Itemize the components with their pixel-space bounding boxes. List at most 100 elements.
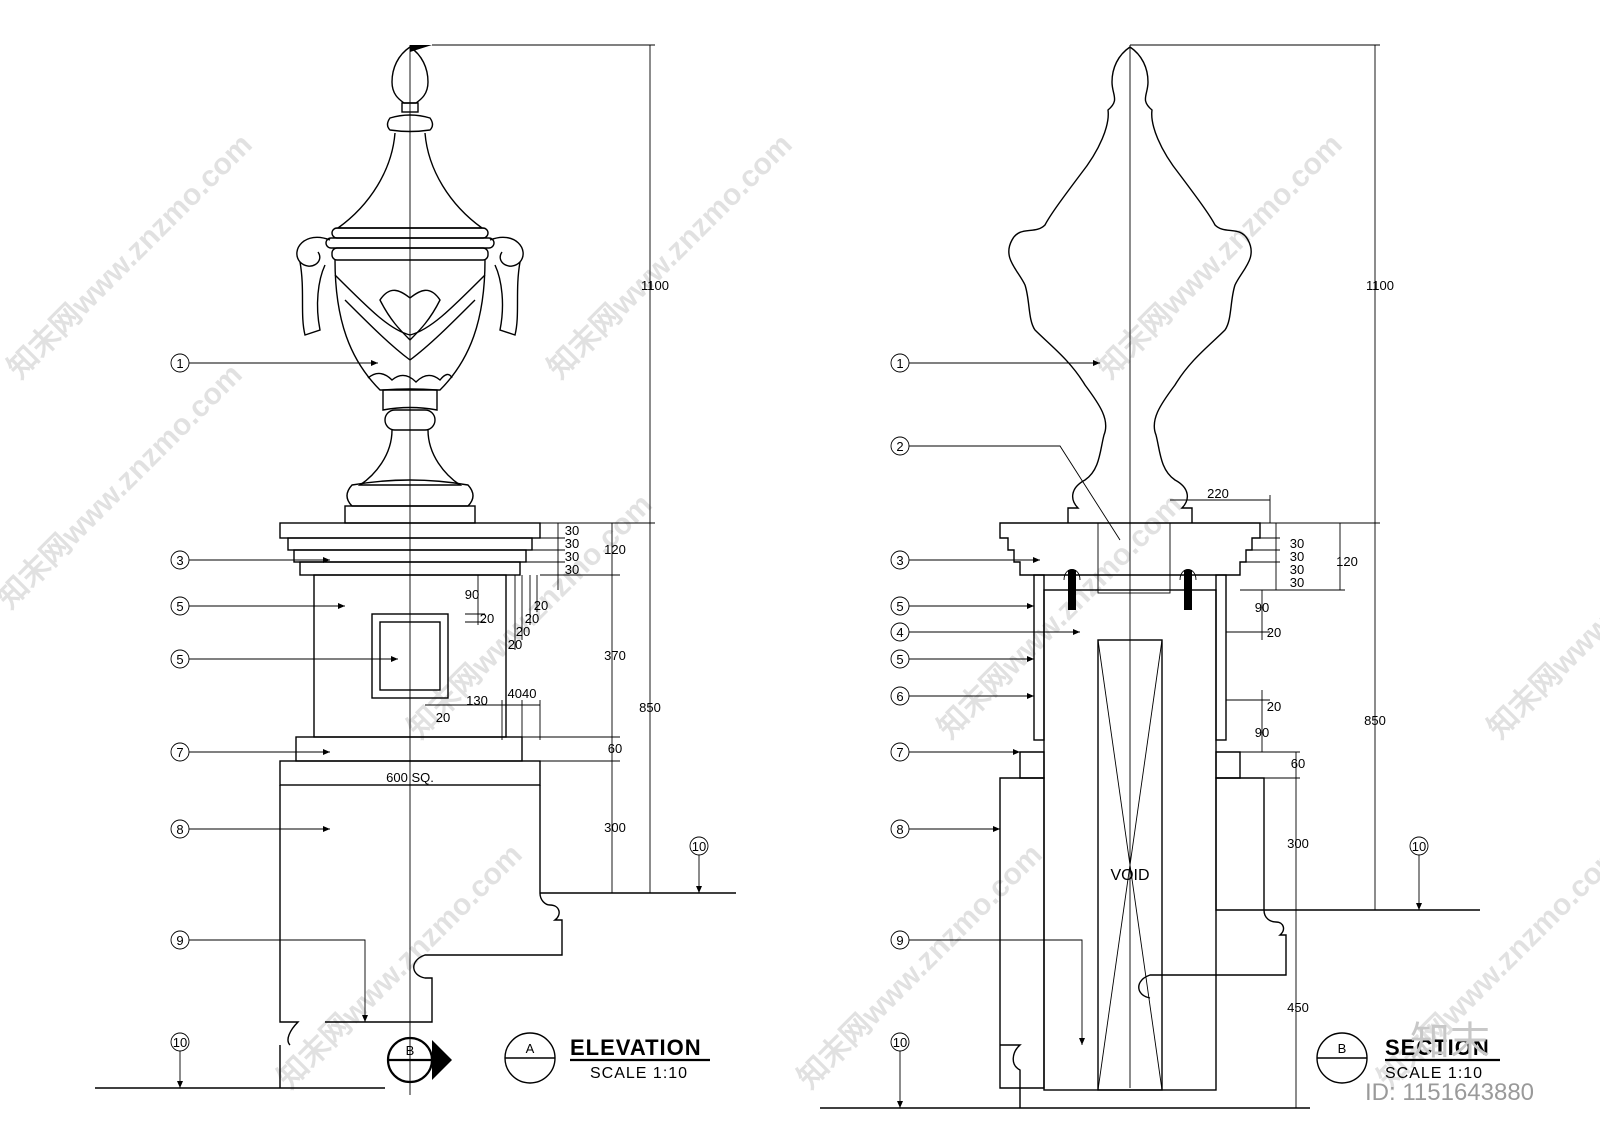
watermark-text: 知末网www.znzmo.com xyxy=(792,838,1049,1095)
dim-total: 1100 xyxy=(1366,278,1394,293)
callout-6: 6 xyxy=(890,686,1034,706)
watermark-text: 知末网www.znzmo.com xyxy=(0,358,249,615)
svg-text:3: 3 xyxy=(896,553,903,568)
dim-step: 30 xyxy=(565,536,579,551)
svg-text:7: 7 xyxy=(896,745,903,760)
dim-cap: 120 xyxy=(604,542,626,557)
svg-text:10: 10 xyxy=(173,1035,187,1050)
svg-text:5: 5 xyxy=(176,652,183,667)
svg-text:B: B xyxy=(406,1043,415,1058)
dim-base: 60 xyxy=(1291,756,1305,771)
dim-90: 90 xyxy=(465,587,479,602)
section-callouts: 1 2 3 5 4 xyxy=(890,353,1429,1108)
section-shaft: VOID xyxy=(1033,574,1227,1091)
svg-text:1: 1 xyxy=(176,356,183,371)
drawing-id: ID: 1151643880 xyxy=(1365,1079,1534,1106)
dim-step: 30 xyxy=(1290,575,1304,590)
dim-step: 30 xyxy=(1290,536,1304,551)
dim-20: 20 xyxy=(508,637,522,652)
svg-text:5: 5 xyxy=(896,599,903,614)
plinth-outline xyxy=(279,785,736,1046)
dim-footing: 450 xyxy=(1287,1000,1309,1015)
svg-text:5: 5 xyxy=(176,599,183,614)
svg-text:1: 1 xyxy=(896,356,903,371)
dim-plinth: 300 xyxy=(604,820,626,835)
void xyxy=(1097,639,1163,1091)
dim-20: 20 xyxy=(1267,625,1281,640)
dim-step: 30 xyxy=(1290,562,1304,577)
dim-20: 20 xyxy=(516,624,530,639)
watermark-text: 知末网www.znzmo.com xyxy=(272,838,529,1095)
dim-130: 130 xyxy=(466,693,488,708)
callout-9: 9 xyxy=(170,930,368,1022)
svg-text:10: 10 xyxy=(1412,839,1426,854)
section-base xyxy=(820,751,1480,1109)
pedestal-base xyxy=(295,736,523,762)
callout-1: 1 xyxy=(890,353,1100,373)
section-title-block: B SECTION SCALE 1:10 xyxy=(1316,1032,1500,1084)
callout-5: 5 xyxy=(170,649,398,669)
recessed-panel-outer xyxy=(371,613,449,699)
elevation-dimensions xyxy=(280,44,655,893)
recessed-panel-inner xyxy=(379,621,441,691)
section-title: SECTION xyxy=(1385,1035,1490,1060)
callout-7: 7 xyxy=(170,742,330,762)
dim-cap: 120 xyxy=(1336,554,1358,569)
svg-text:3: 3 xyxy=(176,553,183,568)
callout-8: 8 xyxy=(170,819,330,839)
ground-tag-10: 10 xyxy=(689,836,709,893)
dim-shaft: 370 xyxy=(604,648,626,663)
dim-20: 20 xyxy=(525,611,539,626)
elevation-drawing: 1100 850 120 30 30 30 30 370 60 300 90 2… xyxy=(95,44,736,1095)
svg-text:9: 9 xyxy=(896,933,903,948)
svg-text:9: 9 xyxy=(176,933,183,948)
dim-90: 90 xyxy=(1255,600,1269,615)
elevation-title-block: A ELEVATION SCALE 1:10 xyxy=(504,1032,710,1084)
top-marker-icon xyxy=(410,45,432,52)
dim-step: 30 xyxy=(565,549,579,564)
svg-text:8: 8 xyxy=(176,822,183,837)
watermark-group: 知末网www.znzmo.com 知末网www.znzmo.com 知末网www… xyxy=(0,128,1600,1095)
dim-plinth: 300 xyxy=(1287,836,1309,851)
section-marker: B xyxy=(1338,1041,1347,1056)
svg-text:2: 2 xyxy=(896,439,903,454)
watermark-text: 知末网www.znzmo.com xyxy=(932,488,1189,745)
svg-text:5: 5 xyxy=(896,652,903,667)
callout-1: 1 xyxy=(170,353,378,373)
dim-20: 20 xyxy=(480,611,494,626)
watermark-text: 知末网www.znzmo.com xyxy=(542,128,799,385)
elevation-scale: SCALE 1:10 xyxy=(590,1065,688,1082)
dim-220: 220 xyxy=(1207,486,1229,501)
urn-finial xyxy=(296,46,524,524)
callout-3: 3 xyxy=(170,550,330,570)
dim-20: 20 xyxy=(436,710,450,725)
watermark-text: 知末网www.znzmo.com xyxy=(1482,488,1600,745)
dim-pedestal: 850 xyxy=(639,700,661,715)
ground-tag-10: 10 xyxy=(1409,836,1429,910)
elevation-title: ELEVATION xyxy=(570,1035,702,1060)
svg-text:6: 6 xyxy=(896,689,903,704)
dim-pedestal: 850 xyxy=(1364,713,1386,728)
svg-text:7: 7 xyxy=(176,745,183,760)
dim-90: 90 xyxy=(1255,725,1269,740)
brand-mark: 知末 xyxy=(1410,1020,1490,1064)
watermark-text: 知末网www.znzmo.com xyxy=(2,128,259,385)
void-label: VOID xyxy=(1110,867,1149,884)
section-dimensions xyxy=(1130,44,1380,1108)
dim-step: 30 xyxy=(565,523,579,538)
dim-20: 20 xyxy=(534,598,548,613)
dim-base: 60 xyxy=(608,741,622,756)
callout-4: 4 xyxy=(890,622,1080,642)
svg-text:10: 10 xyxy=(692,839,706,854)
callout-5: 5 xyxy=(890,596,1034,616)
elevation-callouts: 1 3 5 5 xyxy=(170,353,709,1088)
callout-5: 5 xyxy=(890,649,1034,669)
callout-7: 7 xyxy=(890,742,1020,762)
dim-width: 600 SQ. xyxy=(386,770,434,785)
dim-total: 1100 xyxy=(641,278,669,293)
section-scale: SCALE 1:10 xyxy=(1385,1065,1483,1082)
dim-step: 30 xyxy=(565,562,579,577)
callout-8: 8 xyxy=(890,819,1000,839)
section-drawing: VOID xyxy=(820,44,1500,1109)
